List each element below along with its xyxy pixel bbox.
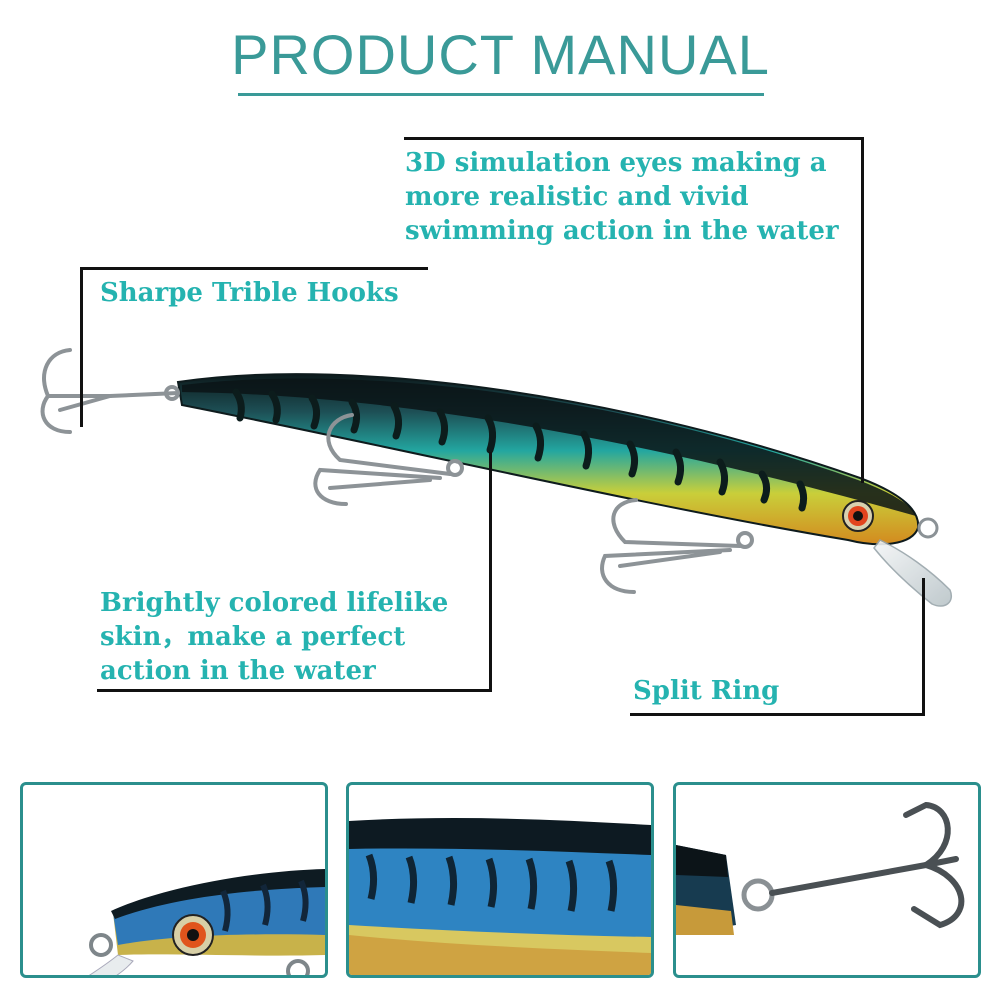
skin-callout: Brightly colored lifelike skin，make a pe… bbox=[100, 586, 448, 688]
page-title: PRODUCT MANUAL bbox=[231, 23, 770, 86]
skin-leader-bottom bbox=[97, 689, 492, 692]
split-ring-icon bbox=[89, 933, 113, 957]
fish-eye-icon bbox=[172, 914, 214, 956]
skin-callout-line: skin，make a perfect bbox=[100, 622, 406, 652]
ring-callout: Split Ring bbox=[633, 676, 780, 706]
hooks-leader-top bbox=[80, 267, 428, 270]
eyes-leader-vertical bbox=[861, 137, 864, 483]
ring-leader-bottom bbox=[630, 713, 925, 716]
detail-panel-skin bbox=[346, 782, 654, 978]
eyes-callout-line: more realistic and vivid bbox=[405, 182, 749, 212]
eyes-leader-top bbox=[404, 137, 864, 140]
ring-leader-vertical bbox=[922, 578, 925, 716]
skin-callout-line: Brightly colored lifelike bbox=[100, 588, 449, 618]
detail-panel-hook bbox=[673, 782, 981, 978]
lure-body bbox=[176, 373, 920, 546]
title-underline bbox=[238, 93, 764, 96]
eyes-callout-line: swimming action in the water bbox=[405, 216, 839, 246]
skin-leader-vertical bbox=[489, 452, 492, 692]
hooks-leader-vertical bbox=[80, 267, 83, 427]
eyes-callout-line: 3D simulation eyes making a bbox=[405, 148, 827, 178]
lure-illustration bbox=[40, 348, 952, 607]
fish-eye-icon bbox=[842, 500, 874, 532]
eyes-callout: 3D simulation eyes making a more realist… bbox=[405, 146, 839, 248]
skin-callout-line: action in the water bbox=[100, 656, 376, 686]
hooks-callout: Sharpe Trible Hooks bbox=[100, 278, 399, 308]
diving-lip bbox=[873, 539, 952, 607]
treble-hook-icon bbox=[600, 498, 754, 594]
treble-hook-icon bbox=[40, 348, 180, 434]
detail-panel-head bbox=[20, 782, 328, 978]
treble-hook-icon bbox=[313, 413, 464, 506]
treble-hook-icon bbox=[769, 801, 965, 929]
split-ring-icon bbox=[741, 878, 775, 912]
split-ring-icon bbox=[917, 517, 939, 539]
